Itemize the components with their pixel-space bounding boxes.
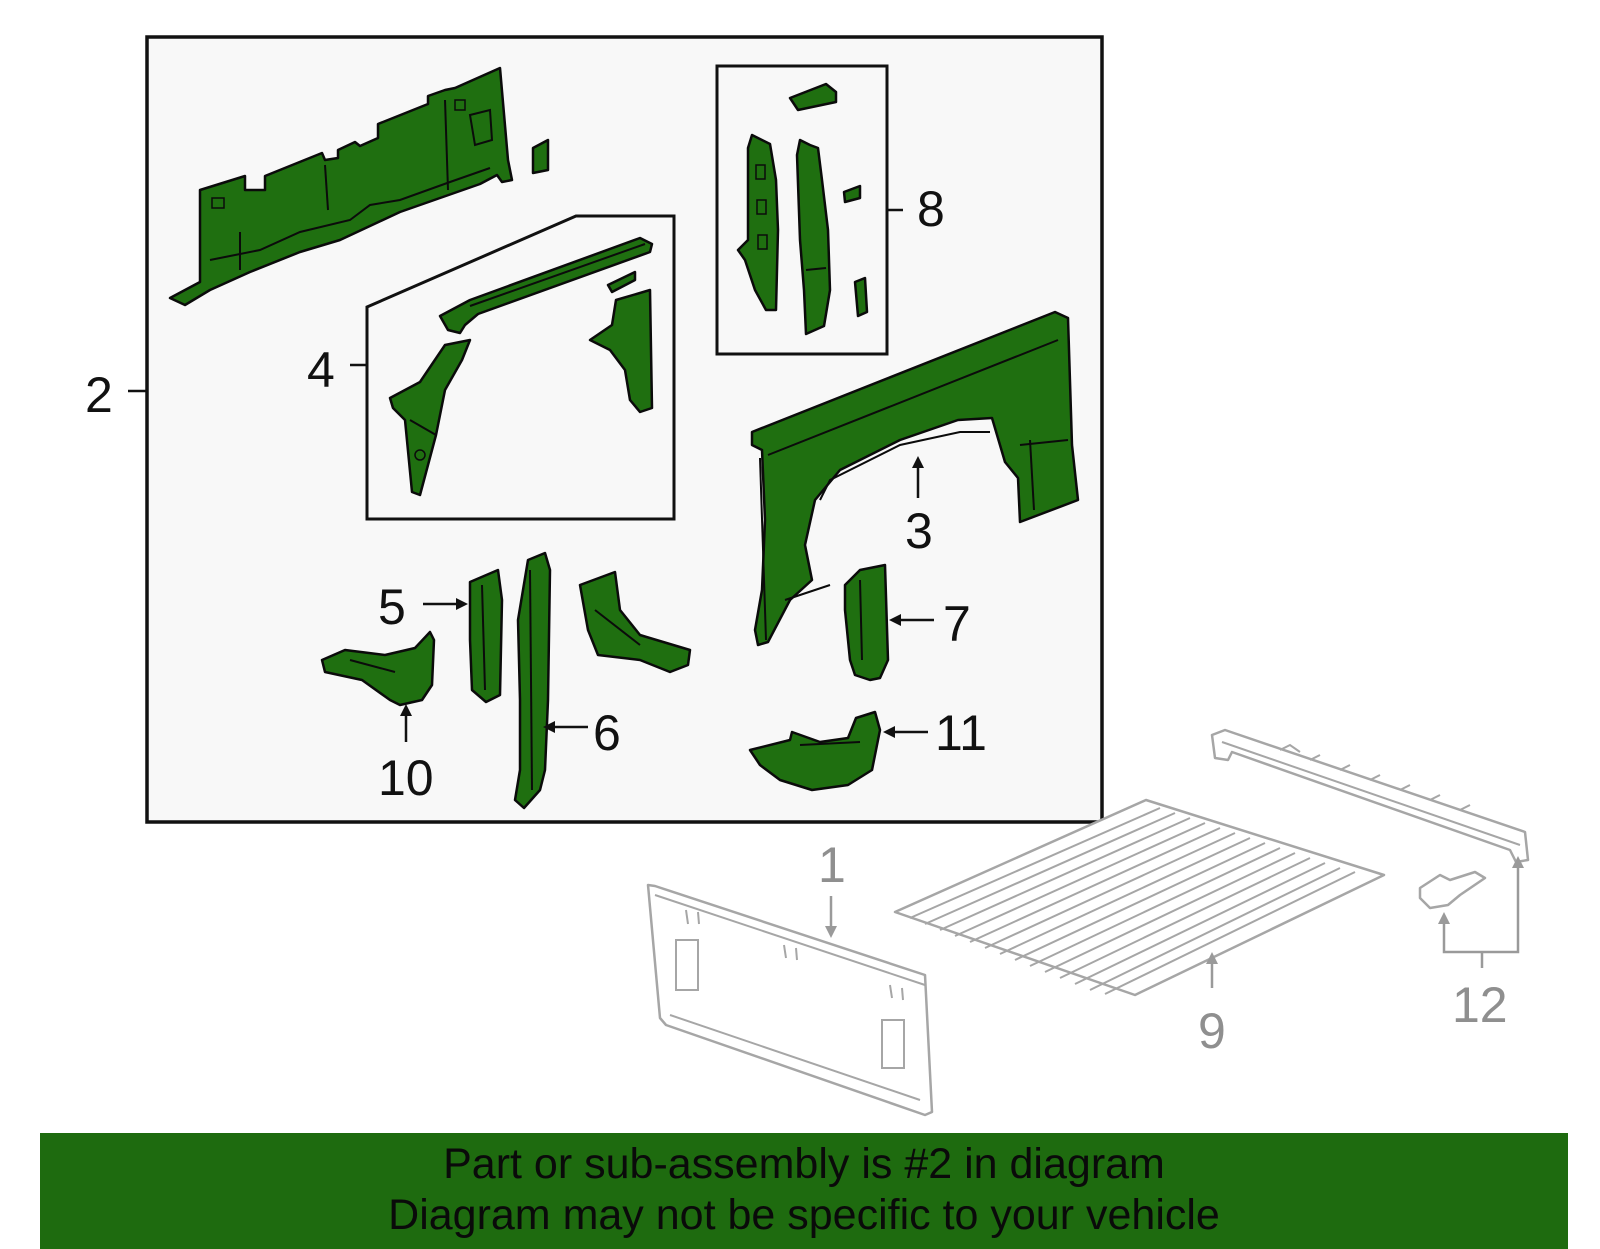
callout-6: 6	[593, 705, 621, 761]
callout-9: 9	[1198, 1003, 1226, 1059]
notice-line-1: Part or sub-assembly is #2 in diagram	[443, 1140, 1165, 1188]
gray-tailgate-panel	[646, 883, 934, 1117]
lower-bracket-parts	[320, 551, 890, 810]
callout-12: 12	[1452, 977, 1508, 1033]
notice-banner: Part or sub-assembly is #2 in diagram Di…	[40, 1133, 1568, 1249]
callout-11: 11	[935, 705, 987, 761]
gray-bed-floor	[893, 798, 1386, 997]
pillar-parts	[736, 82, 869, 336]
notice-line-2: Diagram may not be specific to your vehi…	[388, 1191, 1220, 1239]
leader-lines	[128, 208, 934, 742]
callout-1: 1	[818, 837, 846, 893]
subassembly-box-4	[365, 214, 676, 521]
callout-8: 8	[917, 181, 945, 237]
callout-3: 3	[905, 503, 933, 559]
callout-2: 2	[85, 367, 113, 423]
callout-7: 7	[943, 596, 971, 652]
inner-rail-part	[388, 236, 654, 497]
callout-10: 10	[378, 750, 434, 806]
side-panel-part	[750, 310, 1080, 647]
callout-4: 4	[307, 342, 335, 398]
gray-crossmember	[1210, 728, 1530, 910]
leader-lines-gray	[825, 856, 1524, 988]
callout-5: 5	[378, 579, 406, 635]
front-panel-part	[168, 66, 550, 307]
